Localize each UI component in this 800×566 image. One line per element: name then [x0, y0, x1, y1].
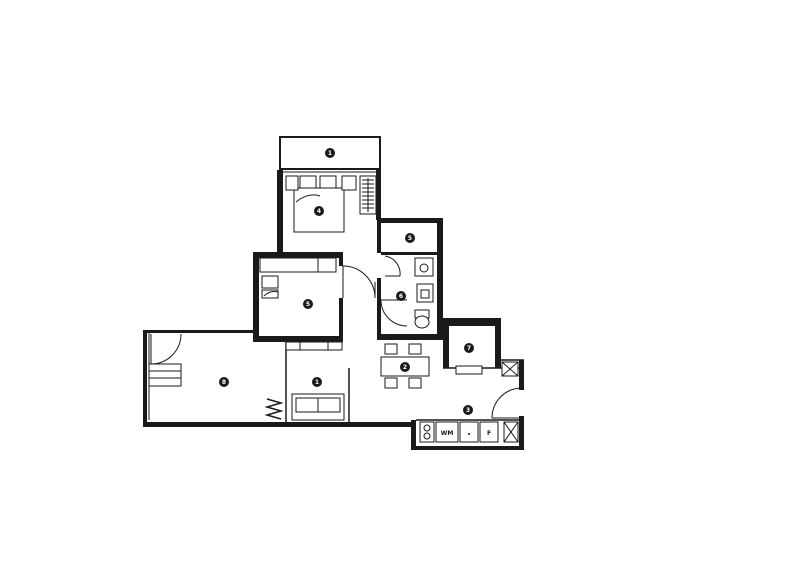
room-marker-master-bedroom: 4 — [314, 206, 324, 216]
room-marker-living-1: 1 — [312, 377, 322, 387]
svg-text:5: 5 — [408, 235, 412, 242]
room-marker-dining-2: 2 — [400, 362, 410, 372]
svg-text:4: 4 — [317, 208, 321, 215]
room-marker-utility-7: 7 — [464, 343, 474, 353]
room-marker-bathroom-5: 5 — [405, 233, 415, 243]
utility-fixtures — [455, 361, 519, 377]
room-marker-kitchen-3: 3 — [463, 405, 473, 415]
svg-text:1: 1 — [328, 150, 332, 157]
svg-text:8: 8 — [222, 379, 226, 386]
washing-machine-label: WM — [441, 430, 454, 437]
svg-text:7: 7 — [467, 345, 471, 352]
svg-text:6: 6 — [399, 293, 403, 300]
wardrobe — [359, 175, 377, 215]
second-bed — [259, 257, 337, 299]
zigzag-partition — [264, 398, 284, 420]
tv-unit — [285, 341, 343, 351]
kitchen-counter — [419, 421, 519, 443]
room-marker-bedroom-5: 5 — [303, 299, 313, 309]
sofa — [291, 393, 345, 421]
walls — [143, 136, 524, 450]
fridge-label: F — [487, 430, 491, 437]
terrace-steps — [148, 363, 182, 387]
hob-marker — [468, 433, 470, 435]
master-bed — [285, 175, 357, 233]
room-marker-terrace-8: 8 — [219, 377, 229, 387]
svg-text:1: 1 — [315, 379, 319, 386]
svg-text:3: 3 — [466, 407, 470, 414]
room-marker-bathroom-6: 6 — [396, 291, 406, 301]
svg-text:5: 5 — [306, 301, 310, 308]
room-marker-balcony: 1 — [325, 148, 335, 158]
svg-text:2: 2 — [403, 364, 407, 371]
bathroom-fixtures — [414, 257, 434, 329]
